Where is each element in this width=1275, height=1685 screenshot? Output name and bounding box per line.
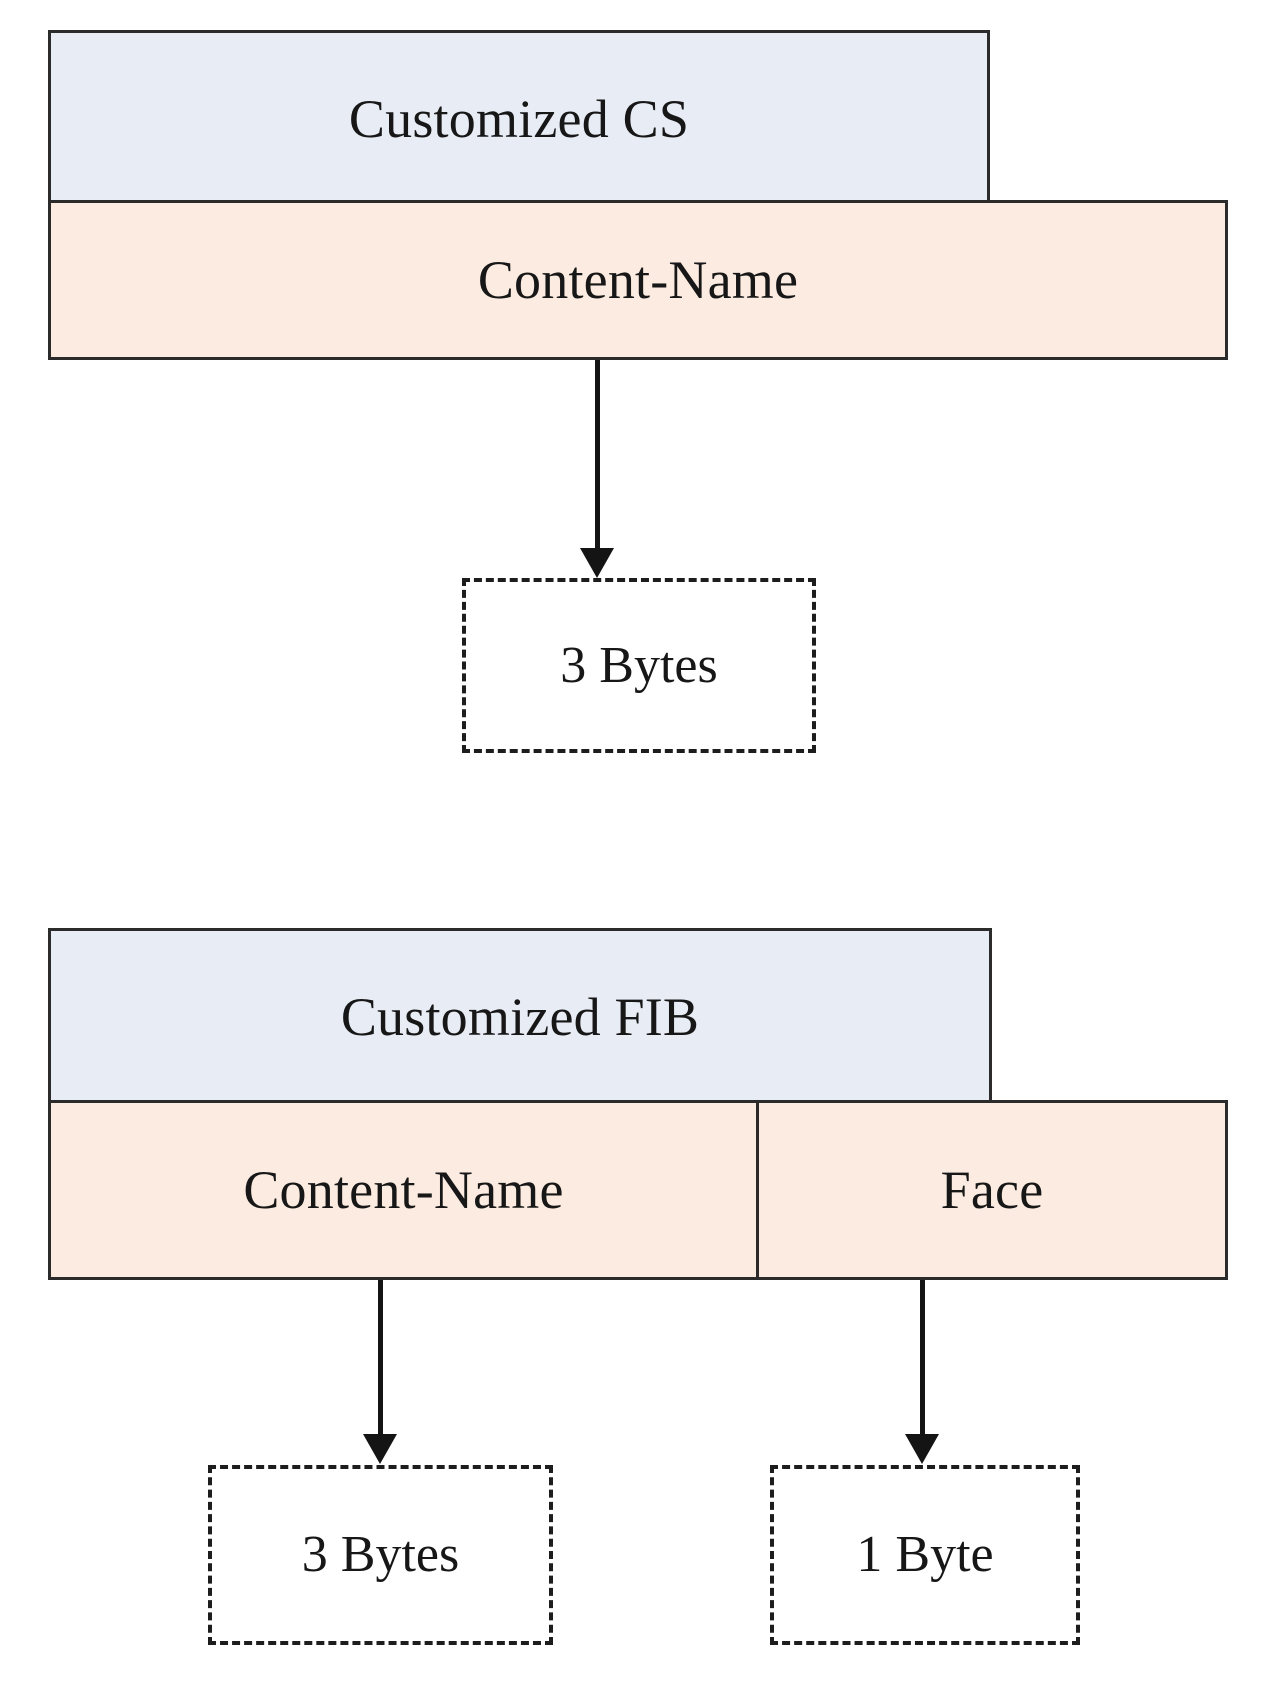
cs-content-name-arrow-head	[580, 548, 614, 578]
fib-field-content-name-cell: Content-Name	[51, 1103, 756, 1277]
cs-content-name-size-box: 3 Bytes	[462, 578, 816, 753]
fib-content-name-size-box: 3 Bytes	[208, 1465, 553, 1645]
fib-field-column-divider	[756, 1103, 759, 1277]
fib-face-arrow-shaft	[920, 1280, 925, 1438]
cs-header-box: Customized CS	[48, 30, 990, 207]
fib-face-size-box: 1 Byte	[770, 1465, 1080, 1645]
cs-field-content-name-label: Content-Name	[477, 250, 799, 310]
fib-header-label: Customized FIB	[340, 986, 700, 1047]
fib-field-face-cell: Face	[759, 1103, 1225, 1277]
cs-content-name-arrow-shaft	[595, 360, 600, 552]
fib-face-arrow-head	[905, 1434, 939, 1464]
fib-field-row: Content-Name Face	[48, 1100, 1228, 1280]
cs-content-name-size-label: 3 Bytes	[560, 636, 718, 694]
cs-field-content-name-box: Content-Name	[48, 200, 1228, 360]
fib-content-name-size-label: 3 Bytes	[301, 1526, 460, 1583]
fib-content-name-arrow-head	[363, 1434, 397, 1464]
cs-header-label: Customized CS	[348, 88, 690, 149]
fib-face-size-label: 1 Byte	[856, 1526, 994, 1583]
fib-field-content-name-label: Content-Name	[243, 1160, 564, 1220]
fib-content-name-arrow-shaft	[378, 1280, 383, 1438]
fib-field-face-label: Face	[940, 1160, 1044, 1220]
fib-header-box: Customized FIB	[48, 928, 992, 1105]
